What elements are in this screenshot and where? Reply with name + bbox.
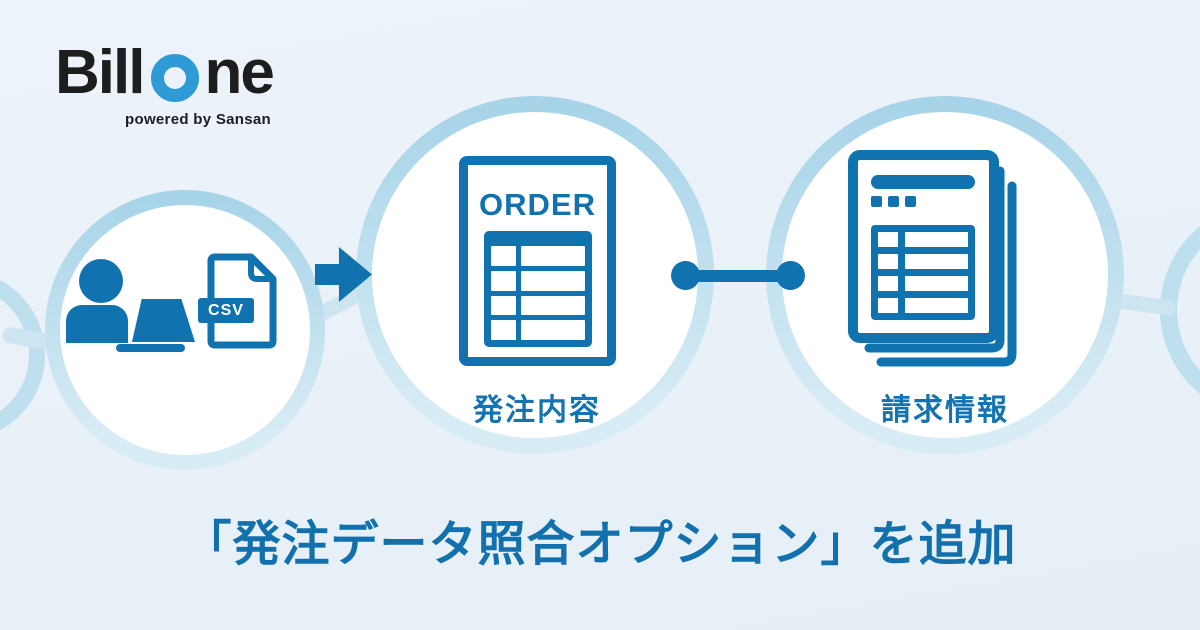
order-label: 発注内容 — [473, 394, 601, 427]
link-connector-icon — [683, 270, 791, 282]
headline: 「発注データ照合オプション」を追加 — [183, 518, 1017, 571]
order-doc-title: ORDER — [479, 187, 596, 222]
background-ring-left — [0, 270, 45, 440]
logo-text-ne: ne — [204, 38, 274, 107]
logo-wordmark: Bill ne — [55, 38, 275, 107]
order-table-icon — [483, 231, 592, 347]
person-body-icon — [66, 305, 128, 343]
laptop-base-icon — [116, 344, 185, 352]
logo-o-ring — [151, 54, 200, 102]
invoice-stack-icon — [845, 150, 1021, 377]
order-document-icon: ORDER — [459, 156, 616, 366]
link-dot-left — [671, 261, 700, 290]
bill-one-logo: Bill ne powered by Sansan — [55, 38, 275, 129]
invoice-label: 請求情報 — [881, 394, 1009, 427]
powered-by-sansan: powered by Sansan — [125, 111, 271, 128]
person-icon — [79, 259, 123, 303]
link-dot-right — [776, 261, 805, 290]
csv-badge: CSV — [198, 298, 254, 323]
logo-text-bill: Bill — [55, 38, 145, 107]
